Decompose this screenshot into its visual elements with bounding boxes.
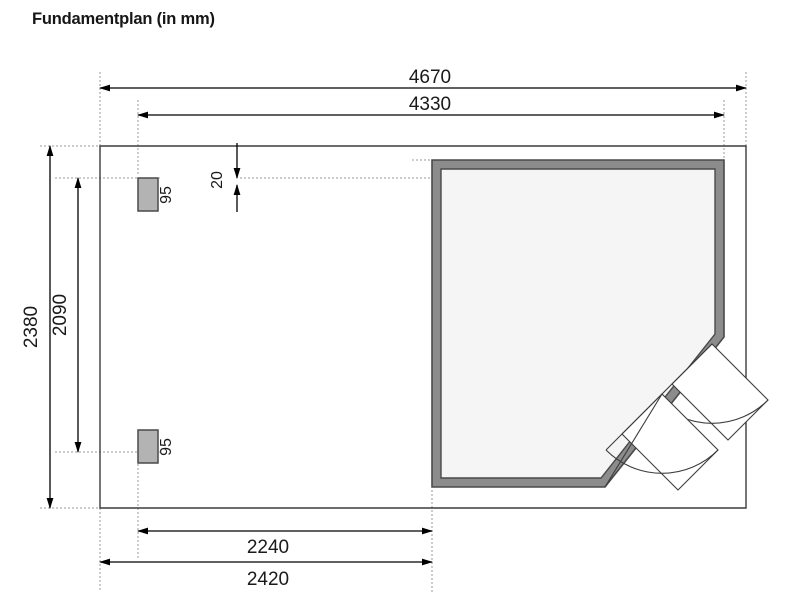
dimension-bottom-outer: 2420 xyxy=(99,558,433,590)
dimension-label-left-outer: 2380 xyxy=(21,306,42,348)
dimension-label-bottom-outer: 2420 xyxy=(247,569,289,590)
dimension-top-inner: 4330 xyxy=(137,94,725,119)
dimension-label-bottom-inner: 2240 xyxy=(247,537,289,558)
dimension-pad-offset: 20 xyxy=(209,143,241,212)
dimension-label-left-inner: 2090 xyxy=(50,294,71,336)
door-reference-line-lower xyxy=(604,393,663,488)
foundation-pad-upper xyxy=(137,177,159,212)
door-reference-line-upper xyxy=(605,343,713,451)
door-swing-arc-lower xyxy=(605,449,719,474)
dimension-top-outer: 4670 xyxy=(99,67,747,92)
double-door-corner xyxy=(604,343,769,491)
dimension-label-top-outer: 4670 xyxy=(409,67,451,88)
terrace-outline xyxy=(99,145,747,509)
dimension-label-pad-upper: 95 xyxy=(158,186,175,204)
dimension-bottom-inner: 2240 xyxy=(137,527,433,558)
dimension-left-inner: 2090 xyxy=(50,177,82,453)
dimension-label-pad-offset: 20 xyxy=(209,171,226,189)
dimension-label-top-inner: 4330 xyxy=(409,94,451,115)
foundation-pad-lower xyxy=(137,429,159,464)
dimension-left-outer: 2380 xyxy=(21,145,54,509)
foundation-pads xyxy=(137,177,159,464)
dimension-label-pad-lower: 95 xyxy=(158,438,175,456)
page-title: Fundamentplan (in mm) xyxy=(32,10,215,28)
